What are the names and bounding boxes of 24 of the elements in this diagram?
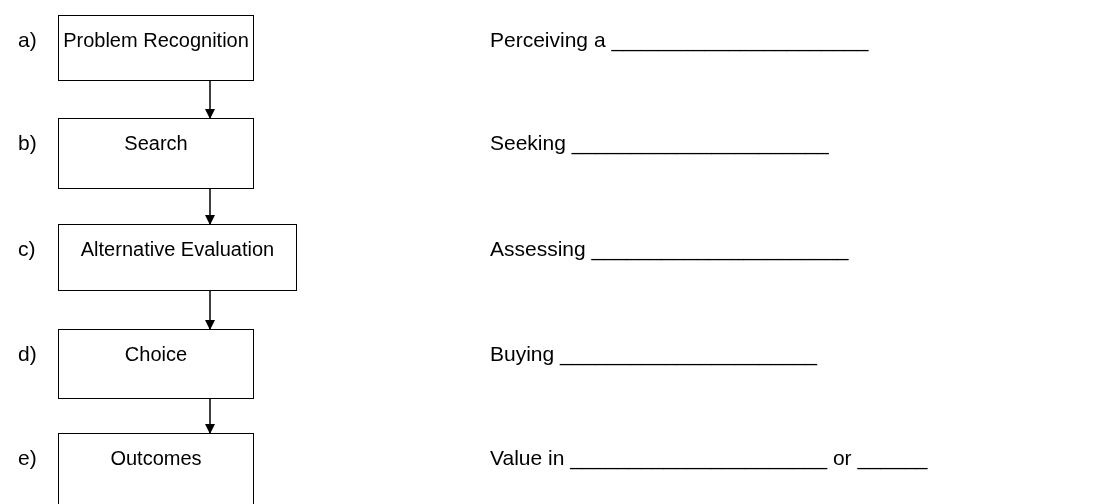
process-box (58, 329, 254, 399)
fill-in-prompt: Buying ______________________ (490, 342, 817, 366)
process-box (58, 224, 297, 291)
step-label: Outcomes (110, 447, 202, 470)
step-label: Choice (124, 343, 188, 366)
fill-in-prompt: Perceiving a ______________________ (490, 28, 869, 52)
fill-in-prompt: Assessing ______________________ (490, 237, 849, 261)
fill-in-prompt: Value in ______________________ or ______ (490, 446, 928, 470)
step-label: Alternative Evaluation (80, 238, 275, 261)
arrow (205, 398, 215, 434)
step-letter: d) (18, 342, 37, 366)
step-letter: a) (18, 28, 37, 52)
step-label: Problem Recognition (63, 29, 249, 52)
process-box (58, 433, 254, 504)
arrow (205, 80, 215, 119)
step-label: Search (124, 132, 188, 155)
arrow (205, 188, 215, 225)
arrow (205, 290, 215, 330)
fill-in-prompt: Seeking ______________________ (490, 131, 829, 155)
process-box (58, 118, 254, 189)
step-letter: e) (18, 446, 37, 470)
step-letter: c) (18, 237, 36, 261)
step-letter: b) (18, 131, 37, 155)
process-box (58, 15, 254, 81)
